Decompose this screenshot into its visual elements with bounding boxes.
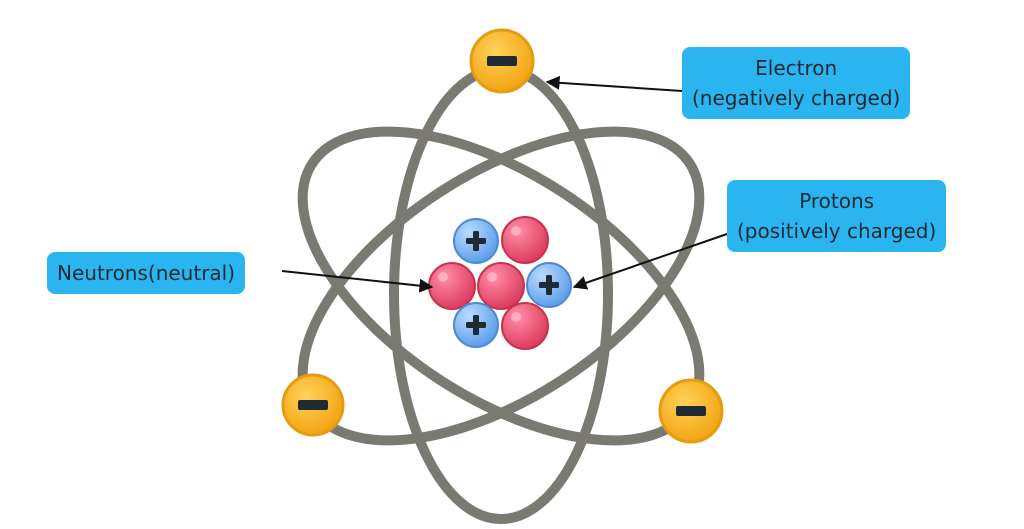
neutron-bottom-right	[501, 302, 549, 350]
protons-arrow	[572, 233, 728, 290]
plus-sign-icon	[466, 315, 486, 335]
minus-sign-icon	[298, 400, 328, 410]
electron-label-line2: (negatively charged)	[692, 86, 901, 110]
neutron-center	[477, 262, 525, 310]
plus-sign-icon	[539, 275, 559, 295]
proton-middle-right	[526, 262, 572, 308]
neutrons-label-line1: Neutrons(neutral)	[57, 261, 236, 285]
leader-arrows	[281, 75, 728, 293]
neutron-top-right	[501, 216, 549, 264]
neutron-middle-left	[428, 262, 476, 310]
electron-bottom-left	[281, 373, 345, 437]
protons-label-line2: (positively charged)	[737, 219, 937, 243]
electron-top	[469, 28, 535, 94]
electron-bottom-right	[658, 378, 724, 444]
neutrons-arrow	[281, 270, 434, 293]
proton-top-left	[453, 218, 499, 264]
electron-label-line1: Electron	[755, 56, 838, 80]
electron-callout: Electron (negatively charged)	[682, 47, 911, 119]
minus-sign-icon	[676, 406, 706, 416]
electron-arrow	[545, 75, 683, 92]
protons-callout: Protons (positively charged)	[727, 180, 947, 252]
nucleus	[428, 216, 572, 350]
proton-bottom-left	[453, 302, 499, 348]
protons-label-line1: Protons	[799, 189, 875, 213]
minus-sign-icon	[487, 56, 517, 66]
plus-sign-icon	[466, 231, 486, 251]
neutrons-callout: Neutrons(neutral)	[47, 252, 246, 294]
